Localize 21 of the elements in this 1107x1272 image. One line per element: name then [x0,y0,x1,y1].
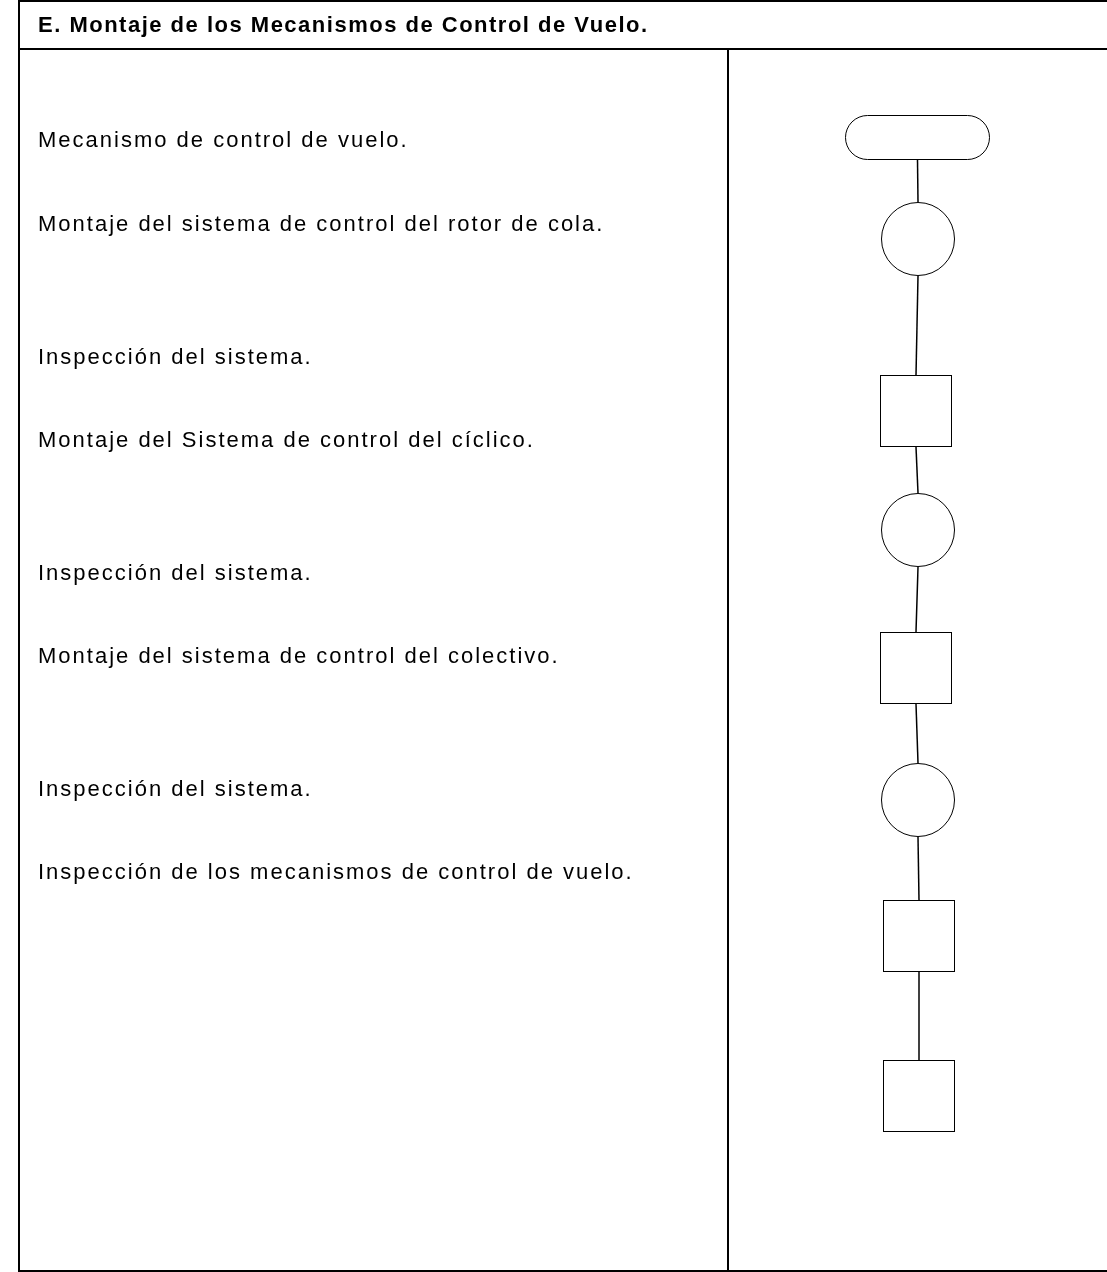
connector-line [915,446,919,494]
inspection-square [883,900,955,972]
step-text: Inspección de los mecanismos de control de vuelo. [38,858,635,886]
inspection-square [880,375,952,447]
step-text: Inspección del sistema. [38,343,314,371]
step-text: Mecanismo de control de vuelo. [38,126,410,154]
connector-line [915,703,919,764]
step-text: Montaje del sistema de control del colectivo. [38,642,561,670]
inspection-square [883,1060,955,1132]
connector-line [918,971,920,1061]
connector-line [916,159,919,203]
connector-line [915,275,919,376]
terminal-shape [845,115,990,160]
step-text: Montaje del Sistema de control del cíclico. [38,426,536,454]
inspection-square [880,632,952,704]
step-text: Inspección del sistema. [38,775,314,803]
step-text: Montaje del sistema de control del rotor de cola. [38,210,606,238]
step-text: Inspección del sistema. [38,559,314,587]
table-title: E. Montaje de los Mecanismos de Control de Vuelo. [38,12,649,38]
connector-line [915,566,919,633]
connector-line [917,836,920,901]
